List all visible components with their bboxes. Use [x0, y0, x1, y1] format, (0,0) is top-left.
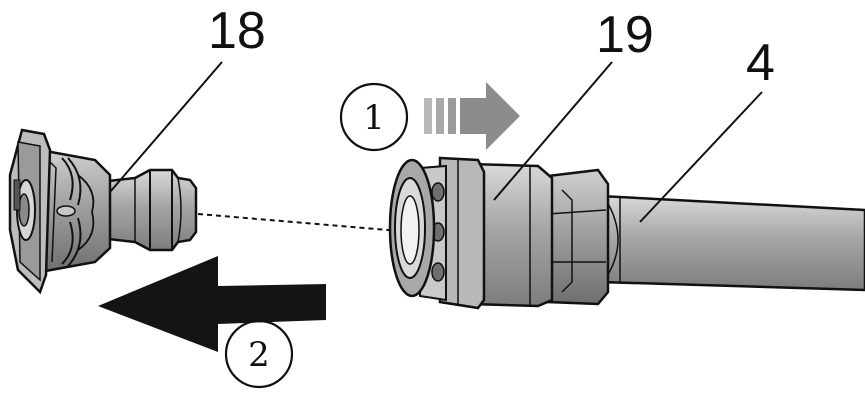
svg-text:2: 2	[248, 335, 270, 375]
label-18: 18	[208, 2, 266, 60]
step-1-marker: 1	[339, 82, 409, 152]
arrow-right-striped-icon	[424, 82, 520, 150]
step-2-marker: 2	[224, 319, 294, 389]
svg-text:1: 1	[363, 98, 385, 138]
alignment-dashed-line	[197, 213, 413, 233]
leader-line-19	[493, 61, 613, 201]
label-19: 19	[596, 6, 654, 64]
coupler-part	[388, 156, 610, 310]
label-4: 4	[746, 34, 775, 92]
arrow-left-icon	[98, 256, 326, 352]
lance-tube	[598, 194, 865, 292]
leader-line-18	[109, 61, 223, 193]
leader-line-4	[639, 91, 763, 223]
nozzle-part	[8, 128, 198, 295]
